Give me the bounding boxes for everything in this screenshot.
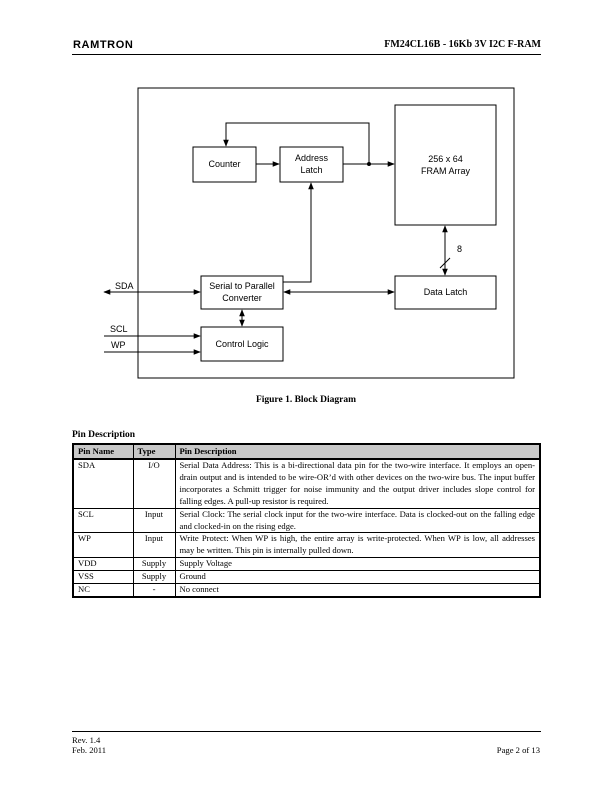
table-row: WP Input Write Protect: When WP is high,… xyxy=(72,532,541,559)
pin-name: VDD xyxy=(72,557,134,572)
bus-slash xyxy=(439,257,451,269)
footer-revision: Rev. 1.4 Feb. 2011 xyxy=(72,735,106,755)
pin-desc: Serial Data Address: This is a bi-direct… xyxy=(174,458,541,509)
pin-desc: Serial Clock: The serial clock input for… xyxy=(174,507,541,534)
counter-label: Counter xyxy=(208,159,240,169)
pin-description-table: Pin Name Type Pin Description SDA I/O Se… xyxy=(72,443,541,598)
serial-converter-label-1: Serial to Parallel xyxy=(209,281,275,291)
table-row: VDD Supply Supply Voltage xyxy=(72,557,541,572)
pin-type: Input xyxy=(132,532,176,559)
pin-type: Supply xyxy=(132,570,176,585)
pin-name: NC xyxy=(72,583,134,598)
address-latch-label-2: Latch xyxy=(300,165,322,175)
pin-name: SDA xyxy=(72,458,134,509)
table-row: SDA I/O Serial Data Address: This is a b… xyxy=(72,458,541,509)
pin-desc: Ground xyxy=(174,570,541,585)
table-row: SCL Input Serial Clock: The serial clock… xyxy=(72,507,541,534)
table-header-row: Pin Name Type Pin Description xyxy=(72,443,541,460)
page-number: Page 2 of 13 xyxy=(496,745,540,755)
pin-name: SCL xyxy=(72,507,134,534)
pin-name: WP xyxy=(72,532,134,559)
converter-to-latch-arrow xyxy=(283,182,314,283)
header-rule xyxy=(72,54,541,55)
date-text: Feb. 2011 xyxy=(72,745,107,755)
control-logic-block xyxy=(200,326,284,362)
fram-array-label-1: 256 x 64 xyxy=(428,154,463,164)
sda-pin-label: SDA xyxy=(115,281,134,291)
pin-description-title: Pin Description xyxy=(72,430,136,440)
bus-width-label: 8 xyxy=(457,244,462,254)
data-latch-block xyxy=(394,275,497,310)
revision-text: Rev. 1.4 xyxy=(72,735,101,745)
document-title: FM24CL16B - 16Kb 3V I2C F-RAM xyxy=(384,39,541,50)
serial-converter-block xyxy=(200,275,284,310)
wp-pin-label: WP xyxy=(111,340,126,350)
counter-block xyxy=(192,146,257,183)
diagram-frame xyxy=(137,87,515,379)
figure-caption: Figure 1. Block Diagram xyxy=(255,395,357,405)
header-pin-name: Pin Name xyxy=(72,443,134,460)
control-logic-label: Control Logic xyxy=(215,339,269,349)
serial-converter-label-2: Converter xyxy=(222,293,262,303)
logo-text: RAMTRON xyxy=(73,39,133,50)
fram-array-block xyxy=(394,104,497,226)
data-latch-label: Data Latch xyxy=(424,287,468,297)
header-type: Type xyxy=(132,443,176,460)
pin-type: Supply xyxy=(132,557,176,572)
fram-array-label-2: FRAM Array xyxy=(421,166,471,176)
pin-type: Input xyxy=(132,507,176,534)
address-latch-label-1: Address xyxy=(295,153,329,163)
ramtron-logo: RAMTRON xyxy=(73,39,133,50)
pin-name: VSS xyxy=(72,570,134,585)
pin-desc: No connect xyxy=(174,583,541,598)
table-row: NC - No connect xyxy=(72,583,541,598)
block-diagram: Counter Address Latch 256 x 64 FRAM Arra… xyxy=(103,87,515,379)
footer-rule xyxy=(72,731,541,732)
pin-desc: Supply Voltage xyxy=(174,557,541,572)
feedback-loop xyxy=(223,122,370,164)
table-row: VSS Supply Ground xyxy=(72,570,541,585)
pin-desc: Write Protect: When WP is high, the enti… xyxy=(174,532,541,559)
pin-type: I/O xyxy=(132,458,176,509)
pin-type: - xyxy=(132,583,176,598)
header-pin-description: Pin Description xyxy=(174,443,541,460)
scl-pin-label: SCL xyxy=(110,324,128,334)
